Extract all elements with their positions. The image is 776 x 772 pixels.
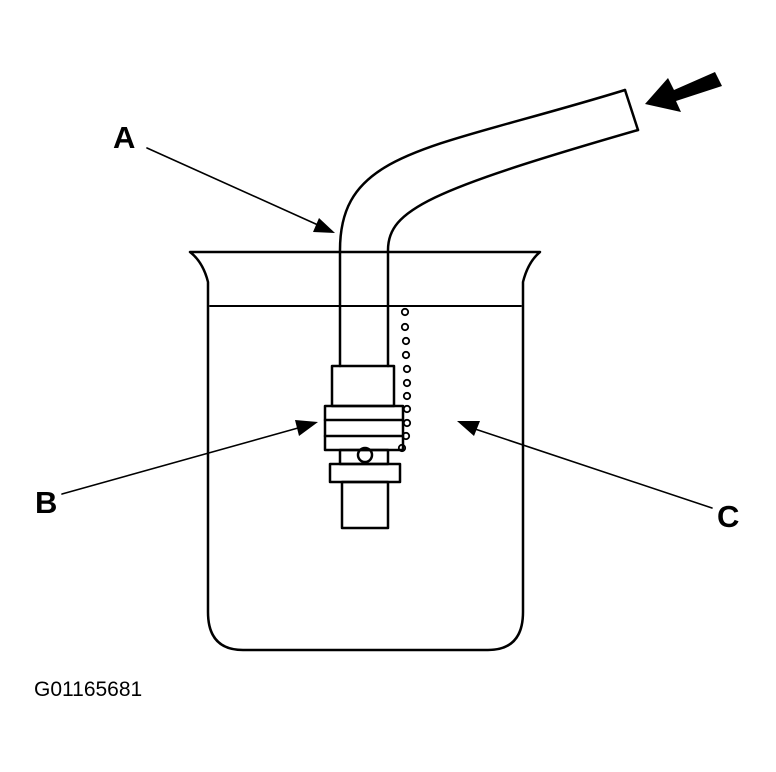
valve-port	[356, 446, 374, 464]
leader-c-line	[474, 428, 713, 509]
leader-a-arrowhead	[313, 218, 335, 233]
air-bubbles	[397, 307, 412, 453]
bubble	[400, 322, 410, 332]
callout-a-label: A	[113, 120, 136, 155]
leader-c-arrowhead	[457, 421, 480, 436]
callout-b-label: B	[35, 485, 58, 520]
hose-outer-wall	[386, 128, 640, 368]
bubble	[397, 443, 407, 453]
leader-a-line	[146, 147, 319, 226]
bubble	[401, 431, 411, 441]
valve-nipple	[340, 480, 390, 530]
valve	[323, 364, 405, 530]
bubble	[402, 404, 412, 414]
valve-collar	[323, 404, 405, 452]
air-flow-arrow-icon	[645, 72, 722, 112]
beaker	[188, 250, 542, 652]
beaker-outline	[188, 250, 542, 652]
bubble	[402, 364, 412, 374]
leader-a	[146, 147, 335, 233]
valve-hex-nut	[328, 462, 402, 484]
bubble	[400, 307, 410, 317]
leader-b	[61, 420, 318, 495]
bubble	[402, 378, 412, 388]
hose-open-end	[623, 88, 640, 132]
leader-b-line	[61, 427, 299, 495]
valve-upper-body	[330, 364, 396, 408]
callout-c-label: C	[717, 499, 740, 534]
leader-b-arrowhead	[295, 420, 318, 436]
figure-id: G01165681	[34, 678, 143, 701]
bubble	[401, 336, 411, 346]
hose-inner-wall	[338, 88, 627, 368]
bubble	[401, 350, 411, 360]
bubble	[402, 418, 412, 428]
leader-c	[457, 421, 713, 509]
bubble	[402, 391, 412, 401]
hose	[338, 88, 640, 368]
